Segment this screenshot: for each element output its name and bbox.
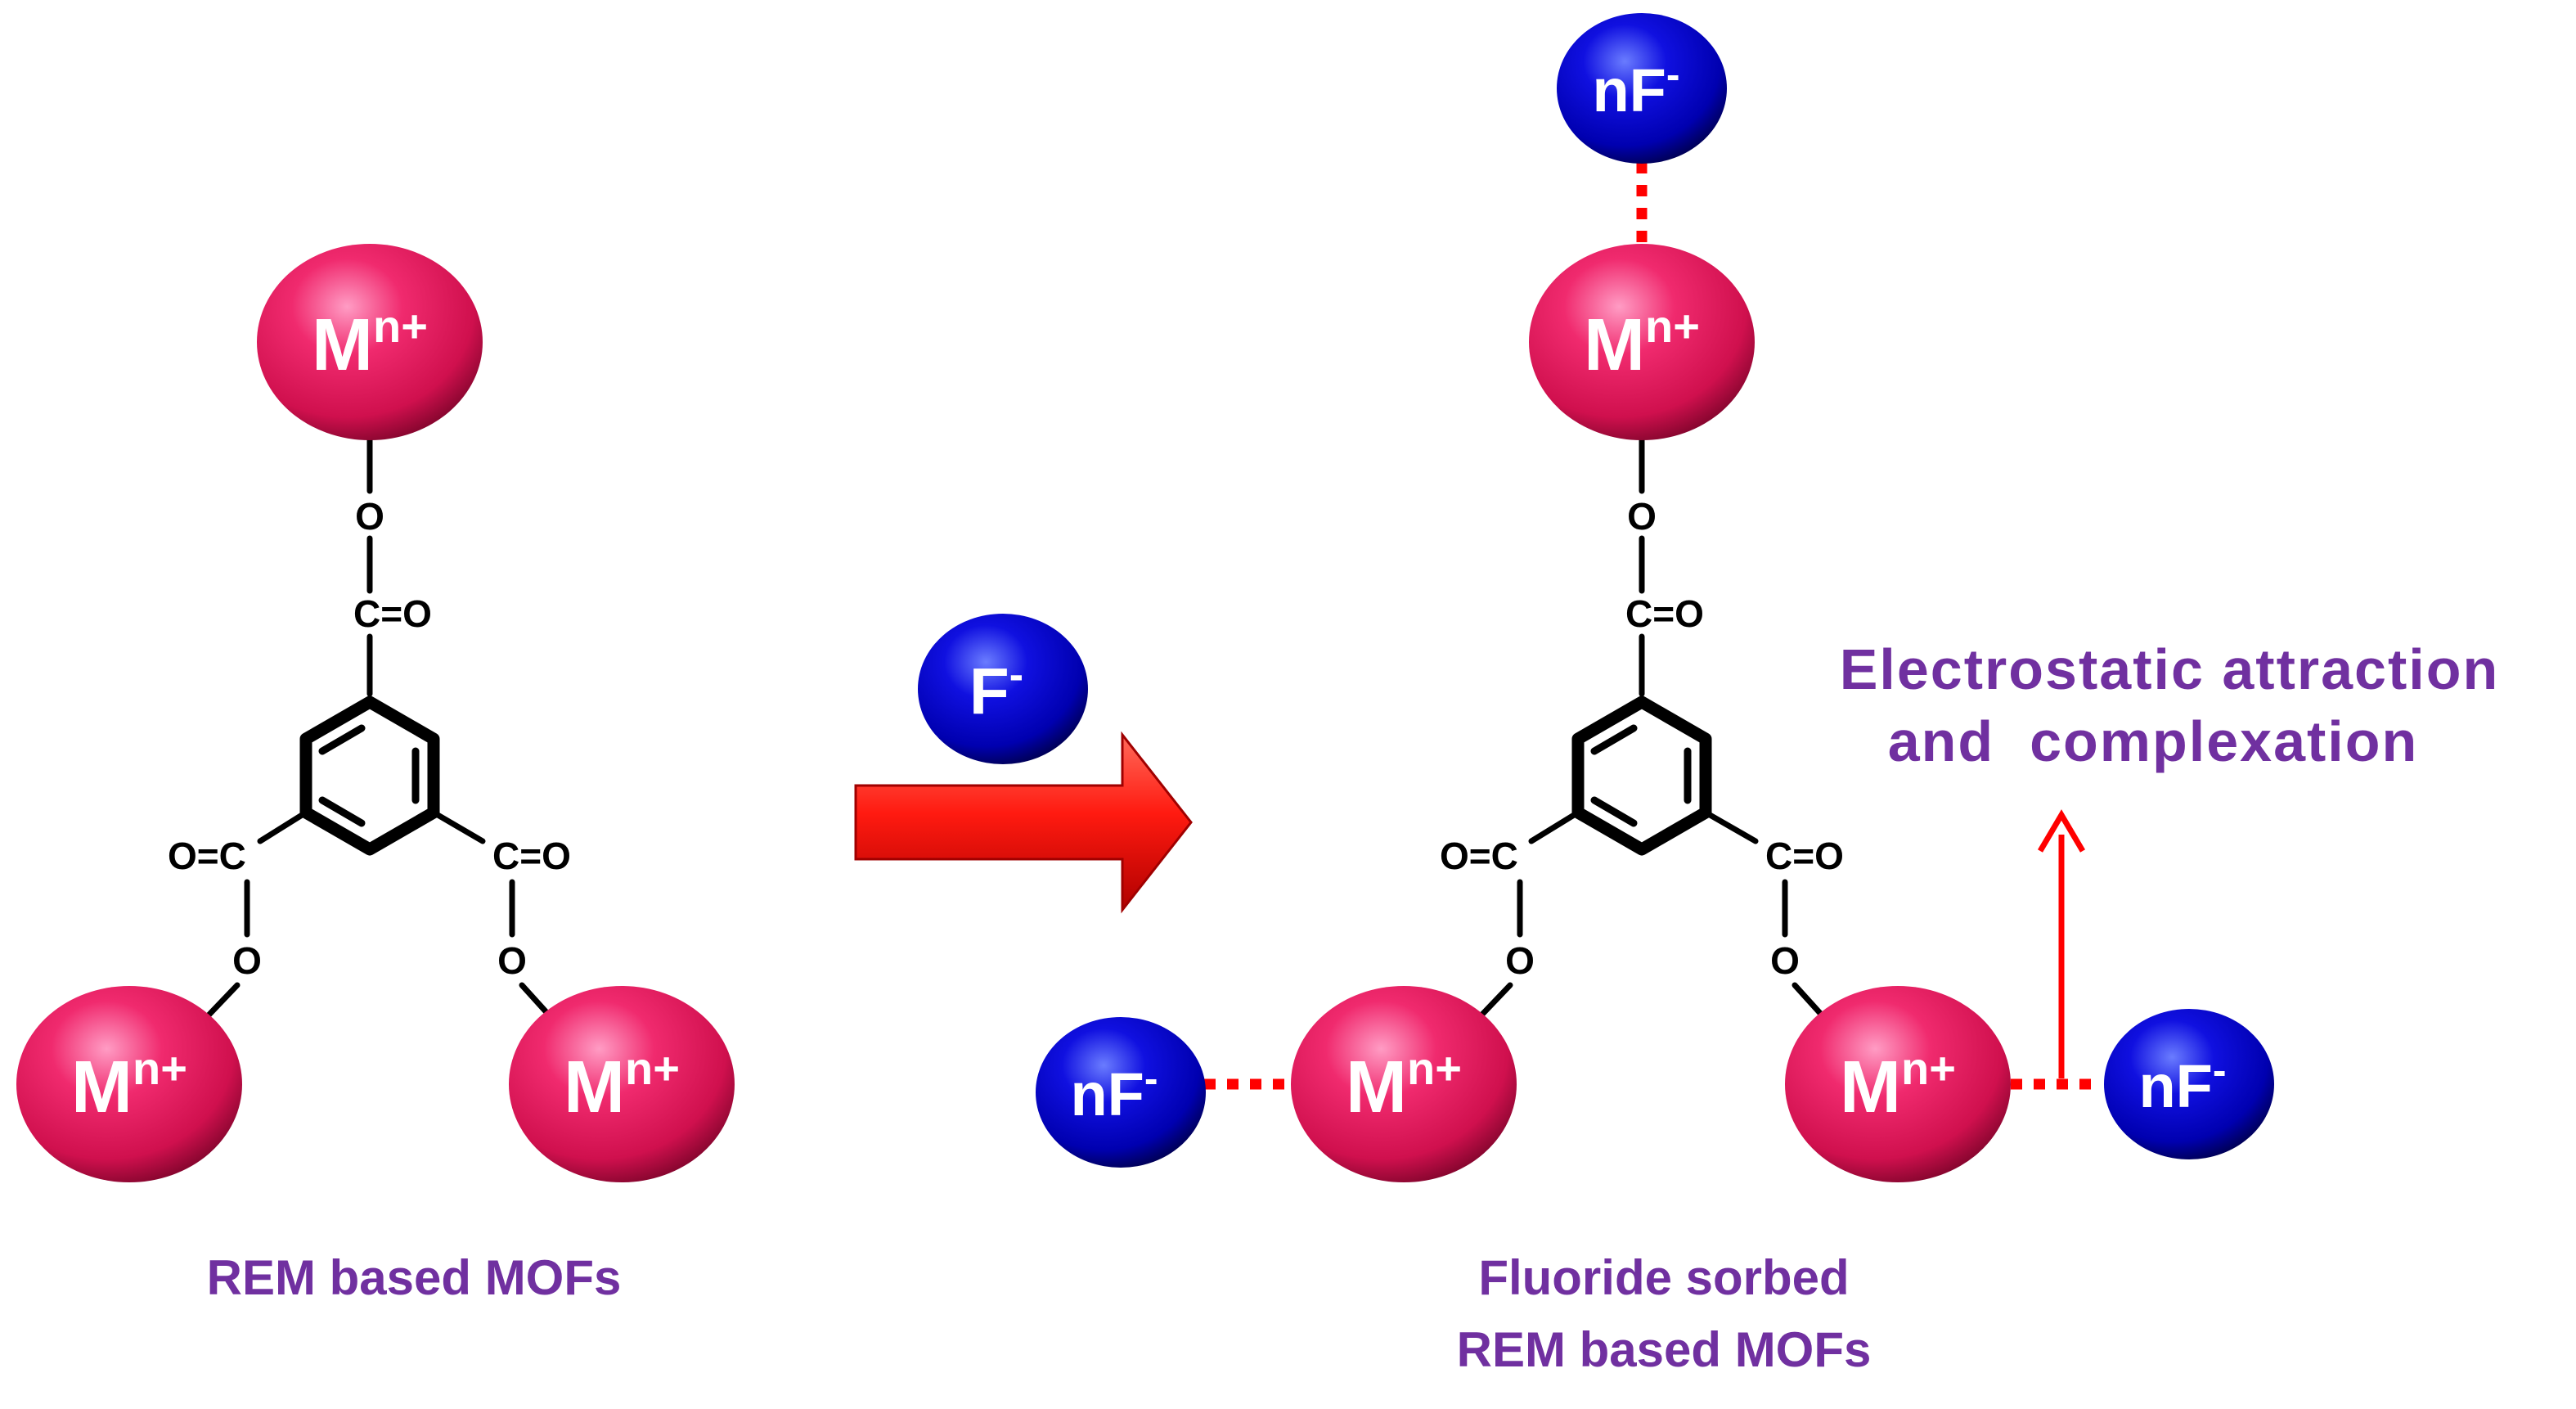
oxygen-atom: O (232, 939, 262, 982)
carbonyl-group: C=O (1625, 592, 1704, 635)
sorbed-fluoride-ion: nF- (1036, 1017, 1206, 1168)
svg-text:nF-: nF- (1070, 1056, 1158, 1128)
svg-text:nF-: nF- (2138, 1047, 2226, 1120)
benzene-ring (1571, 695, 1712, 856)
right-caption-line-2: REM based MOFs (1457, 1322, 1872, 1377)
sorbed-fluoride-ion: nF- (1557, 13, 1727, 164)
sorbed-fluoride-ion: nF- (2104, 1009, 2274, 1159)
oxygen-atom: O (1627, 495, 1657, 538)
oxygen-atom: O (355, 495, 384, 538)
svg-text:nF-: nF- (1592, 52, 1679, 124)
annotation-arrow (2037, 809, 2086, 1078)
svg-text:Mn+: Mn+ (1584, 300, 1700, 386)
left-mof: O C=O O=C O C=O O Mn+ Mn+ Mn+ RE (16, 244, 735, 1305)
carbonyl-group: C=O (353, 592, 432, 635)
metal-ion: Mn+ (16, 986, 242, 1182)
left-caption: REM based MOFs (207, 1250, 622, 1305)
metal-ion: Mn+ (257, 244, 483, 440)
svg-text:Mn+: Mn+ (1346, 1042, 1462, 1128)
carbonyl-group: O=C (1440, 835, 1518, 877)
svg-text:Mn+: Mn+ (71, 1042, 187, 1128)
svg-text:Mn+: Mn+ (1840, 1042, 1956, 1128)
metal-ion: Mn+ (1291, 986, 1517, 1182)
oxygen-atom: O (1505, 939, 1535, 982)
annotation-line-2: and complexation (1888, 709, 2419, 773)
metal-ion: Mn+ (509, 986, 735, 1182)
carbonyl-group: C=O (1765, 835, 1844, 877)
oxygen-atom: O (497, 939, 527, 982)
annotation-line-1: Electrostatic attraction (1840, 637, 2500, 701)
metal-ion: Mn+ (1785, 986, 2011, 1182)
right-mof: O C=O O=C O C=O O Mn+ Mn+ (1036, 13, 2500, 1377)
benzene-ring (299, 695, 440, 856)
carbonyl-group: C=O (492, 835, 571, 877)
reaction-arrow (854, 731, 1193, 914)
fluoride-ion: F- (918, 614, 1088, 764)
carbonyl-group: O=C (168, 835, 246, 877)
right-caption-line-1: Fluoride sorbed (1478, 1250, 1849, 1305)
oxygen-atom: O (1770, 939, 1800, 982)
svg-text:F-: F- (969, 651, 1023, 727)
metal-ion: Mn+ (1529, 244, 1755, 440)
svg-text:Mn+: Mn+ (312, 300, 428, 386)
svg-text:Mn+: Mn+ (564, 1042, 680, 1128)
